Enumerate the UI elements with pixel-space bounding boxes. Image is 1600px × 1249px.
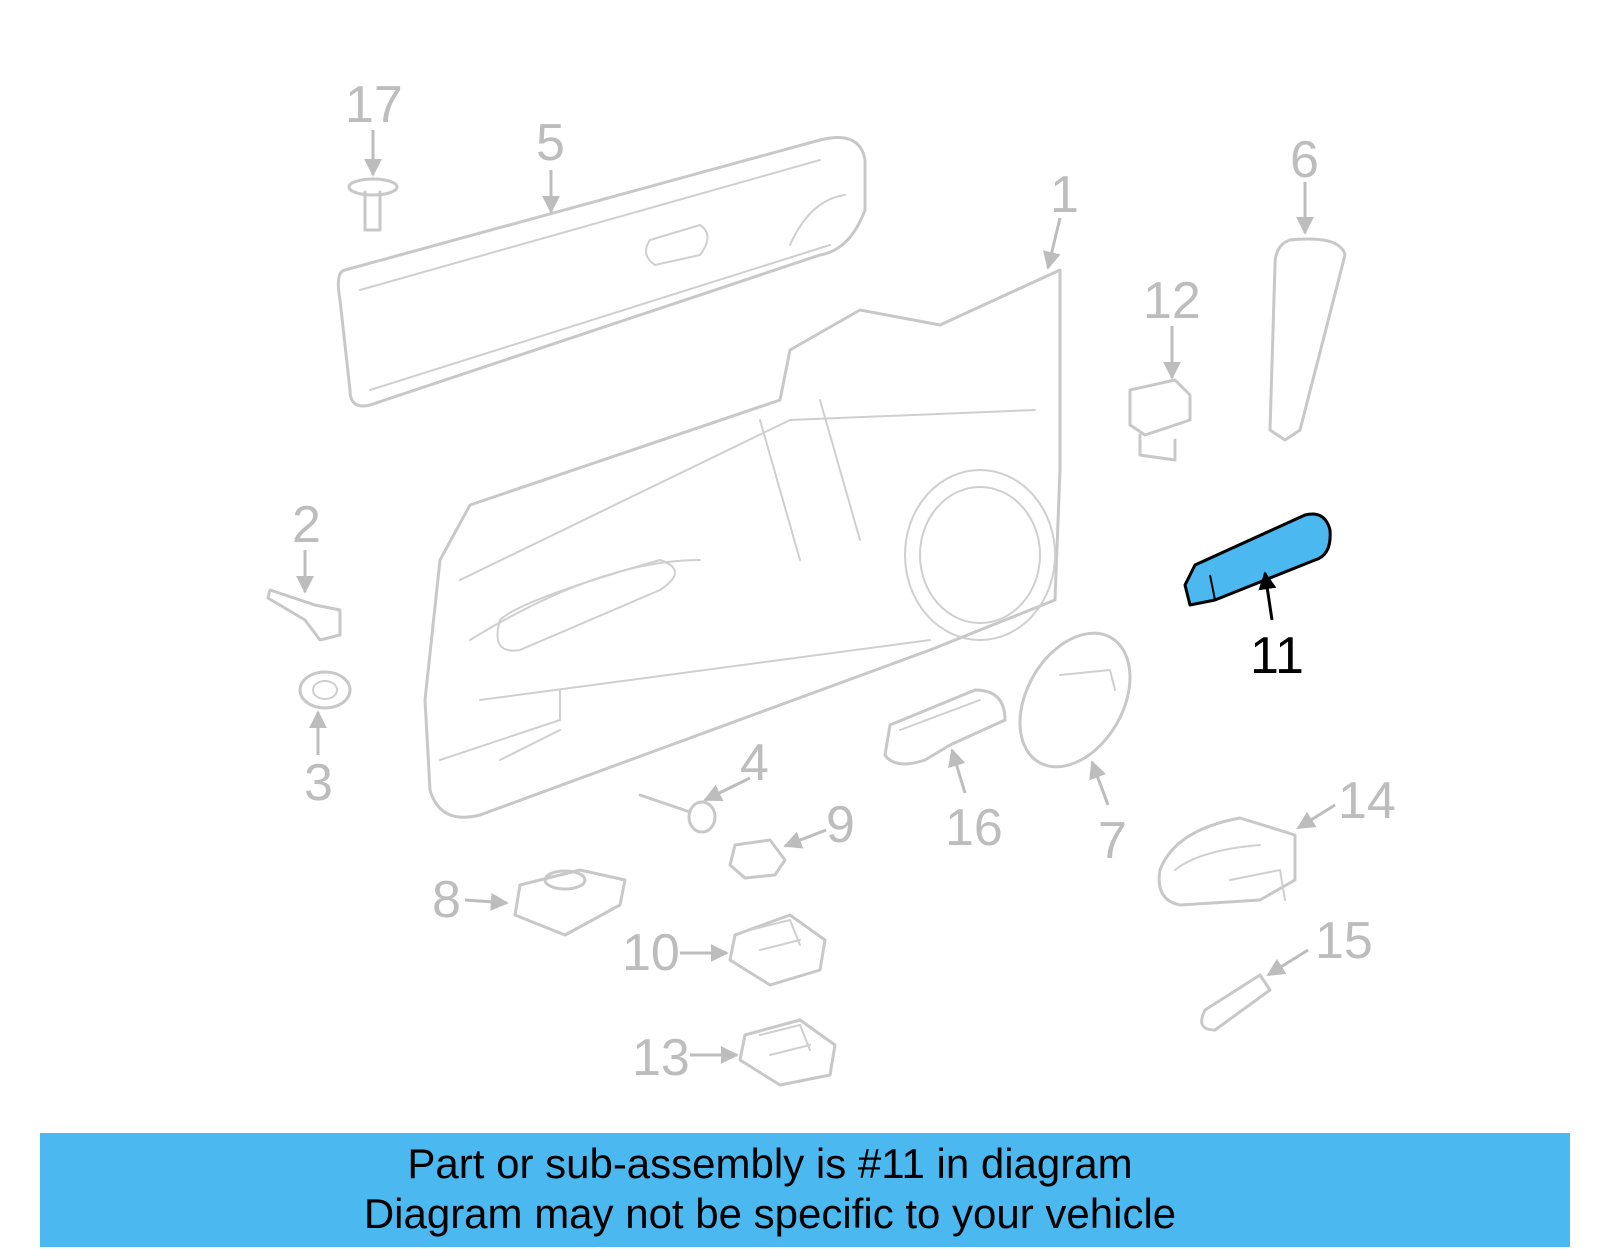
callout-3: 3 [304, 754, 333, 812]
callout-1: 1 [1050, 166, 1079, 224]
part-5-upper-trim [336, 136, 867, 408]
callout-6: 6 [1290, 131, 1319, 189]
callout-7: 7 [1098, 812, 1127, 870]
leader-lines [296, 130, 1336, 1064]
banner-line-1: Part or sub-assembly is #11 in diagram [407, 1140, 1133, 1187]
part-14-handle-assembly [1157, 816, 1297, 907]
callout-9: 9 [826, 796, 855, 854]
callout-4: 4 [740, 734, 769, 792]
part-15-bulb [1200, 973, 1272, 1032]
callout-16: 16 [945, 799, 1003, 857]
part-2-fastener [266, 588, 342, 642]
callout-8: 8 [432, 871, 461, 929]
part-17-clip [347, 177, 399, 232]
callout-10: 10 [622, 924, 680, 982]
part-11-handle-highlighted [1183, 512, 1332, 607]
part-3-grommet [298, 670, 352, 710]
callout-5: 5 [536, 114, 565, 172]
part-9-switch [728, 838, 787, 880]
callout-labels: 17 5 1 6 12 11 2 3 4 9 8 10 13 16 7 14 1… [292, 76, 1396, 1087]
part-6-trim [1268, 237, 1347, 442]
part-1-door-panel [423, 268, 1062, 819]
part-13-switch-block [738, 1018, 837, 1087]
callout-15: 15 [1315, 912, 1373, 970]
part-16-pull-handle [883, 688, 1007, 766]
part-12-switch [1128, 378, 1192, 462]
part-7-speaker-cover [1018, 631, 1132, 769]
callout-14: 14 [1338, 772, 1396, 830]
callout-12: 12 [1143, 272, 1201, 330]
banner-line-2: Diagram may not be specific to your vehi… [363, 1190, 1177, 1237]
parts-diagram: 17 5 1 6 12 11 2 3 4 9 8 10 13 16 7 14 1… [266, 76, 1396, 1087]
callout-13: 13 [632, 1029, 690, 1087]
part-10-switch-block [728, 913, 827, 987]
part-8-module [513, 868, 627, 937]
part-4-bolt [638, 793, 717, 834]
info-banner: Part or sub-assembly is #11 in diagram D… [40, 1133, 1570, 1247]
callout-2: 2 [292, 496, 321, 554]
callout-11: 11 [1250, 627, 1304, 685]
callout-17: 17 [345, 76, 403, 134]
